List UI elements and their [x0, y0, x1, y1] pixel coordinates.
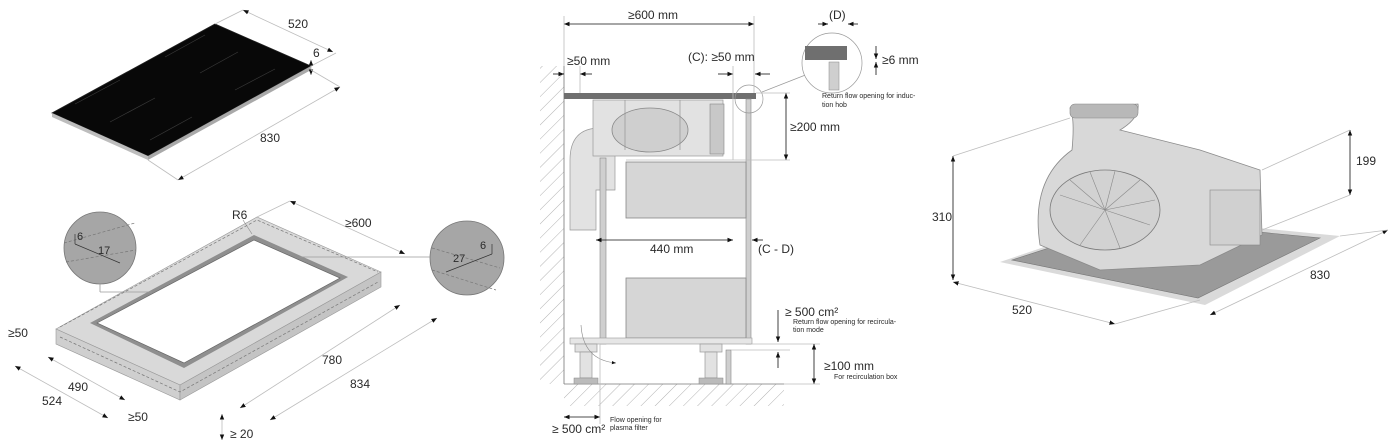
hob-width-dim-line: [242, 9, 334, 53]
rebate-width-dim-line: [14, 365, 109, 419]
floor-hatch: [564, 384, 784, 406]
detail-note-line1: Return flow opening for induc-: [822, 93, 916, 100]
height-clearance-label: ≥200 mm: [790, 120, 840, 134]
drawer-lower: [625, 277, 747, 339]
cabinet-foot-right: [704, 351, 718, 379]
front-gap-label: (C): ≥50 mm: [688, 50, 755, 64]
hob-length-dim-line: [177, 86, 341, 181]
cabinet-section: [540, 16, 879, 424]
detail-cabinet-front: [828, 61, 840, 91]
detail-marker-circle: [734, 84, 764, 114]
radius-leader: [242, 219, 253, 235]
detail-left-width-label: 17: [98, 245, 110, 257]
unit-width-dim-line: [952, 281, 1116, 325]
drawer-upper: [625, 161, 747, 219]
corner-radius-label: R6: [232, 208, 248, 222]
plasma-note-line1: Flow opening for: [610, 417, 662, 424]
drawer-depth-label: 440 mm: [650, 242, 693, 256]
rebate-length-label: 834: [350, 377, 370, 391]
unit-control-box: [1209, 189, 1261, 246]
cabinet-front: [745, 98, 752, 345]
unit-top-height-label: 199: [1356, 154, 1376, 168]
front-margin-label: ≥50: [128, 410, 148, 424]
recirc-note-line2: tion mode: [793, 327, 824, 334]
cabinet-foot-left: [579, 351, 593, 379]
cutout-width-label: 490: [68, 380, 88, 394]
detail-worktop: [805, 46, 847, 60]
recirc-opening-label: ≥ 500 cm²: [785, 305, 838, 319]
airflow-arrow: [580, 324, 617, 365]
unit-length-label: 830: [1310, 268, 1330, 282]
rebate-width-label: 524: [42, 394, 62, 408]
worktop-thickness-label: ≥ 20: [230, 427, 254, 441]
back-margin-label: ≥50: [8, 326, 28, 340]
rebate-length-dim-line: [269, 317, 438, 421]
hob-width-label: 520: [288, 17, 308, 31]
detail-d-label: (D): [829, 8, 846, 22]
worktop-depth-label: ≥600 mm: [628, 8, 678, 22]
worktop-cutout-isometric: [14, 200, 505, 440]
unit-width-label: 520: [1012, 303, 1032, 317]
detail-left-dim-17: [74, 243, 121, 264]
unit-height-label: 310: [932, 210, 952, 224]
plasma-note-line2: plasma filter: [610, 425, 648, 432]
cutout-opening: [96, 239, 341, 364]
depth-min-dim-line: [289, 200, 406, 255]
hob-edge-front: [52, 113, 148, 160]
cd-label: (C - D): [758, 242, 794, 256]
hob-length-label: 830: [260, 131, 280, 145]
plinth-note: For recirculation box: [834, 374, 898, 381]
hob-thickness-label: 6: [313, 46, 320, 60]
plinth-height-label: ≥100 mm: [824, 359, 874, 373]
detail-gap-label: ≥6 mm: [882, 53, 919, 67]
wall-hatch: [540, 66, 564, 384]
depth-min-label: ≥600: [345, 216, 372, 230]
unit-length-dim-line: [1209, 229, 1389, 316]
plasma-opening-label: ≥ 500 cm²: [552, 422, 605, 436]
wall-gap-label: ≥50 mm: [567, 54, 610, 68]
detail-right-width-label: 27: [453, 253, 465, 265]
unit-exhaust-outlet: [1069, 103, 1139, 119]
hob-isometric: [51, 9, 341, 181]
plinth: [725, 349, 732, 385]
detail-left-depth-label: 6: [77, 231, 83, 243]
unit-isometric: [950, 103, 1389, 325]
cutout-length-label: 780: [322, 353, 342, 367]
cabinet-side: [599, 157, 607, 345]
fan-impeller: [611, 107, 689, 153]
detail-note-line2: tion hob: [822, 102, 847, 109]
detail-right-depth-label: 6: [480, 240, 486, 252]
cooking-zone-markings: [74, 34, 276, 141]
recirc-note-line1: Return flow opening for recircula-: [793, 319, 897, 326]
worktop: [564, 93, 756, 99]
detail-right-dim-27: [445, 253, 493, 273]
cabinet-base: [569, 337, 753, 345]
